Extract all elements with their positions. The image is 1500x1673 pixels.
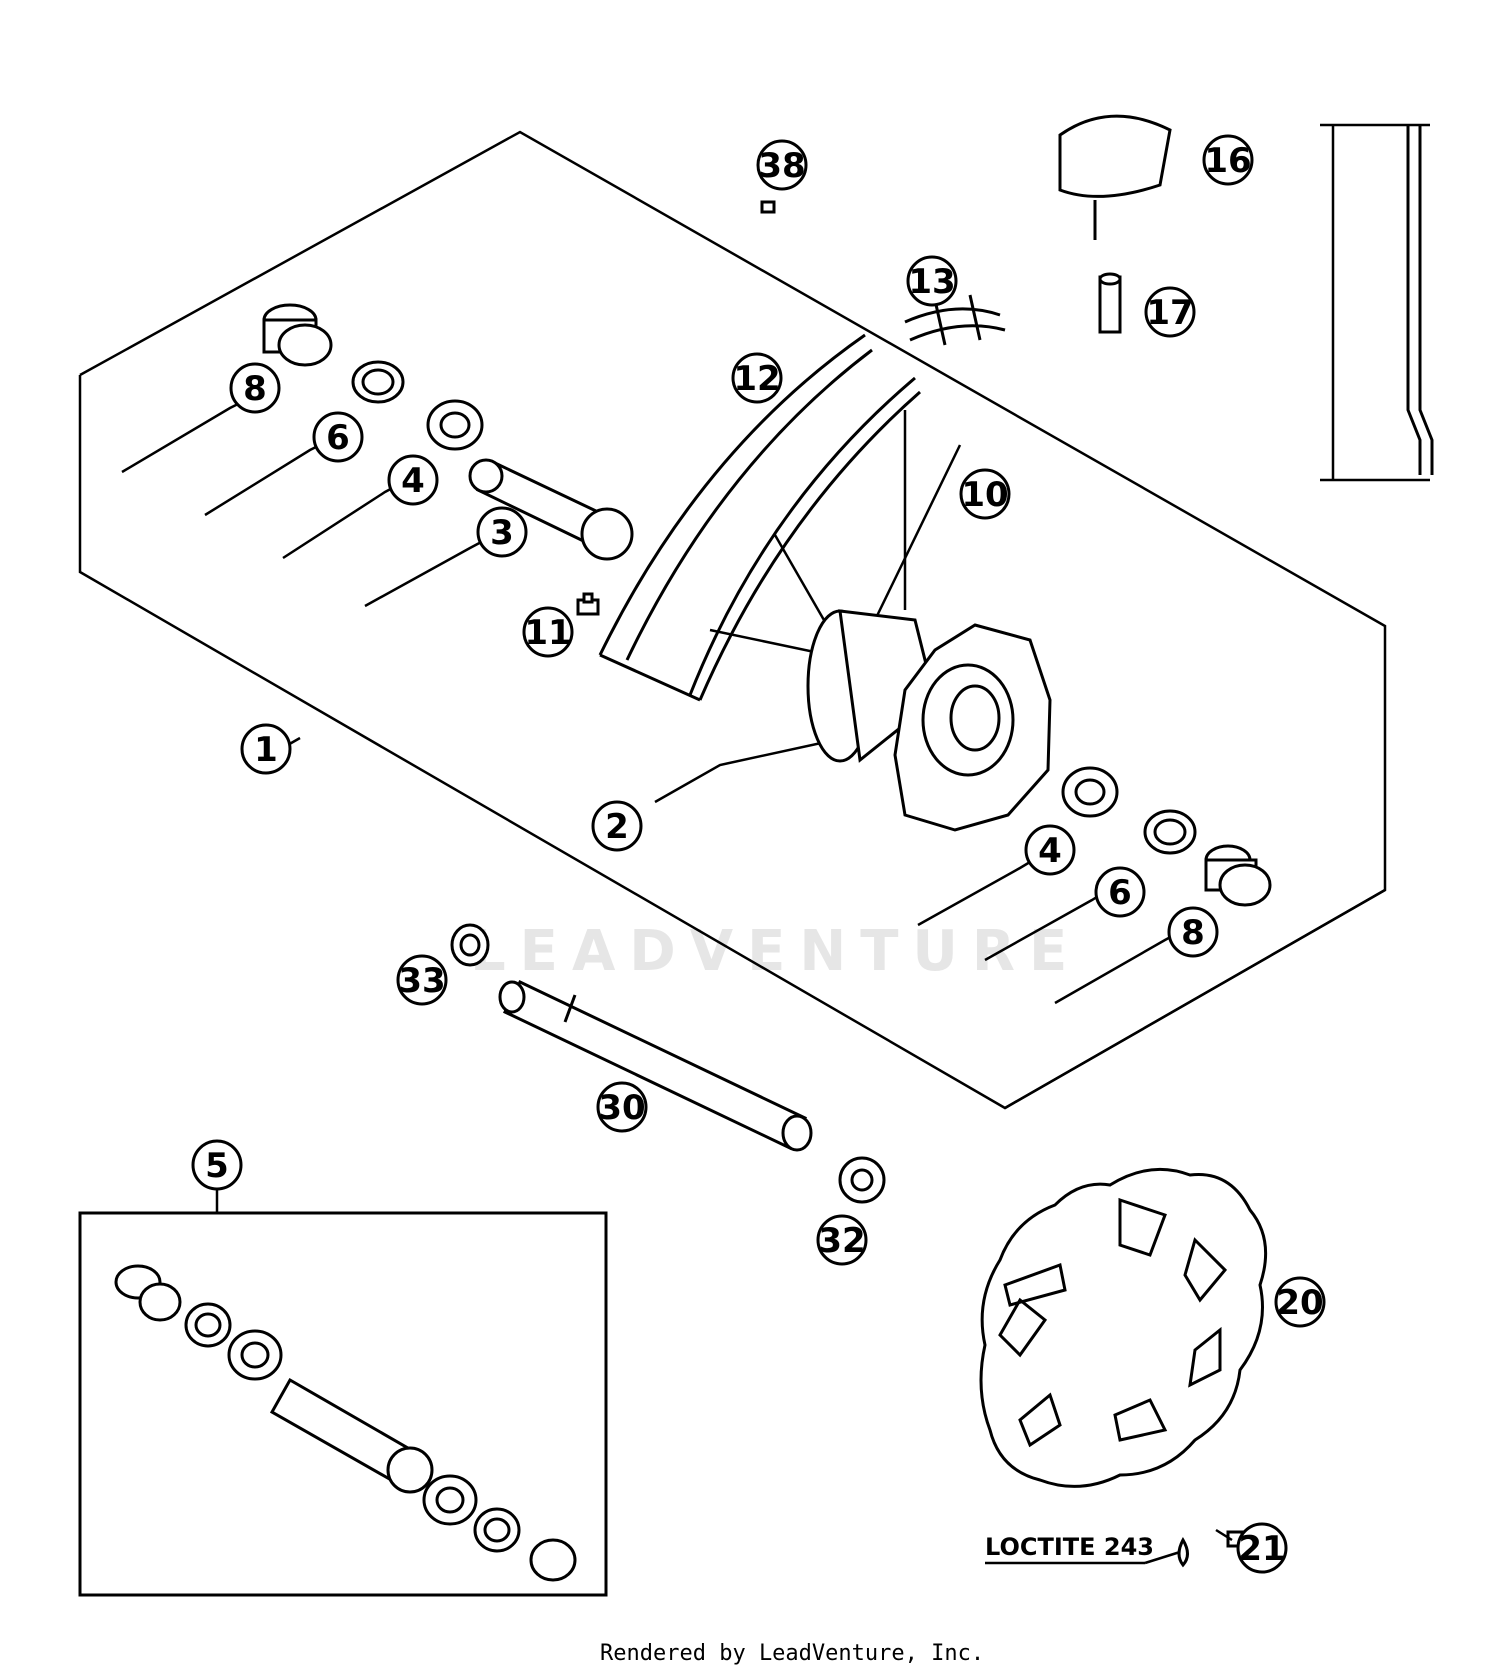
part-6-seal-right [1143,809,1197,855]
part-8-spacer-left [262,303,333,367]
callout-circle [816,1214,868,1266]
loctite-note: LOCTITE 243 [985,1533,1154,1561]
callout-label: 11 [524,613,571,653]
callout-label: 12 [733,359,780,399]
footer-credit: Rendered by LeadVenture, Inc. [600,1641,984,1666]
callout-label: 10 [961,475,1008,515]
callout-label: 5 [205,1146,229,1186]
callout-label: 20 [1276,1283,1323,1323]
callout-label: 16 [1204,141,1251,181]
callout-label: 3 [490,513,514,553]
callout-6: 6 [1094,866,1146,918]
part-12-rim [598,333,921,702]
callout-label: 38 [758,146,805,186]
part-11-spoke-nipple [576,592,600,616]
callout-circle [959,468,1011,520]
callout-circle [312,411,364,463]
callout-5: 5 [191,1139,243,1191]
callout-17: 17 [1144,286,1196,338]
callout-20: 20 [1274,1276,1326,1328]
callout-circle [191,1139,243,1191]
callout-label: 6 [1108,873,1132,913]
callout-circle [1094,866,1146,918]
callout-label: 21 [1238,1529,1285,1569]
part-spoke-measure [1320,123,1434,482]
leader-lines [121,396,1386,1110]
part-30-axle [498,980,813,1152]
callout-label: 30 [598,1088,645,1128]
part-17-nut [1098,272,1122,334]
part-2-hub [806,609,1052,832]
part-32-axle-nut [838,1156,886,1204]
part-6-seal-left [351,360,405,404]
callout-circle [1144,286,1196,338]
callout-circle [240,723,292,775]
callout-label: 2 [605,807,629,847]
callout-circle [1274,1276,1326,1328]
callout-10: 10 [959,468,1011,520]
callout-label: 33 [398,961,445,1001]
loctite-drop-icon [1177,1536,1189,1568]
callout-8: 8 [229,362,281,414]
part-13-rim-tape [904,294,1006,346]
part-3-distance-tube [468,458,634,561]
callout-circle [1202,134,1254,186]
callout-circle [229,362,281,414]
callout-33: 33 [396,954,448,1006]
callout-8: 8 [1167,906,1219,958]
callout-16: 16 [1202,134,1254,186]
callout-circle [591,800,643,852]
callout-12: 12 [731,352,783,404]
callout-1: 1 [240,723,292,775]
callout-circle [731,352,783,404]
callout-circle [906,255,958,307]
callout-6: 6 [312,411,364,463]
callout-circle [596,1081,648,1133]
callout-circle [387,454,439,506]
callout-4: 4 [387,454,439,506]
loctite-leader [1144,1550,1181,1565]
callout-label: 4 [401,461,425,501]
part-16-rim-lock [1058,114,1172,240]
callout-circle [476,506,528,558]
part-38-plug [760,200,776,214]
callout-21: 21 [1236,1522,1288,1574]
part-4-bearing-left [426,399,484,451]
callout-30: 30 [596,1081,648,1133]
callout-4: 4 [1024,824,1076,876]
callout-label: 8 [243,369,267,409]
part-33-collar [450,923,490,967]
callout-label: 8 [1181,913,1205,953]
part-8-spacer-right [1204,844,1272,907]
callout-2: 2 [591,800,643,852]
callout-label: 4 [1038,831,1062,871]
part-4-bearing-right [1061,766,1119,818]
callout-circle [522,606,574,658]
callout-38: 38 [756,139,808,191]
callout-circle [1236,1522,1288,1574]
callout-circle [1167,906,1219,958]
callout-label: 1 [254,730,278,770]
callout-circle [396,954,448,1006]
watermark-text: LEADVENTURE [470,919,1081,984]
bearing-kit-box [78,1211,608,1597]
callout-circle [1024,824,1076,876]
callout-label: 32 [818,1221,865,1261]
callout-32: 32 [816,1214,868,1266]
part-20-brake-disc [979,1167,1268,1488]
callout-label: 17 [1146,293,1193,333]
callout-13: 13 [906,255,958,307]
callout-label: 13 [908,262,955,302]
part-5-kit-contents [114,1264,577,1582]
callout-3: 3 [476,506,528,558]
callout-label: 6 [326,418,350,458]
callout-11: 11 [522,606,574,658]
callout-circle [756,139,808,191]
